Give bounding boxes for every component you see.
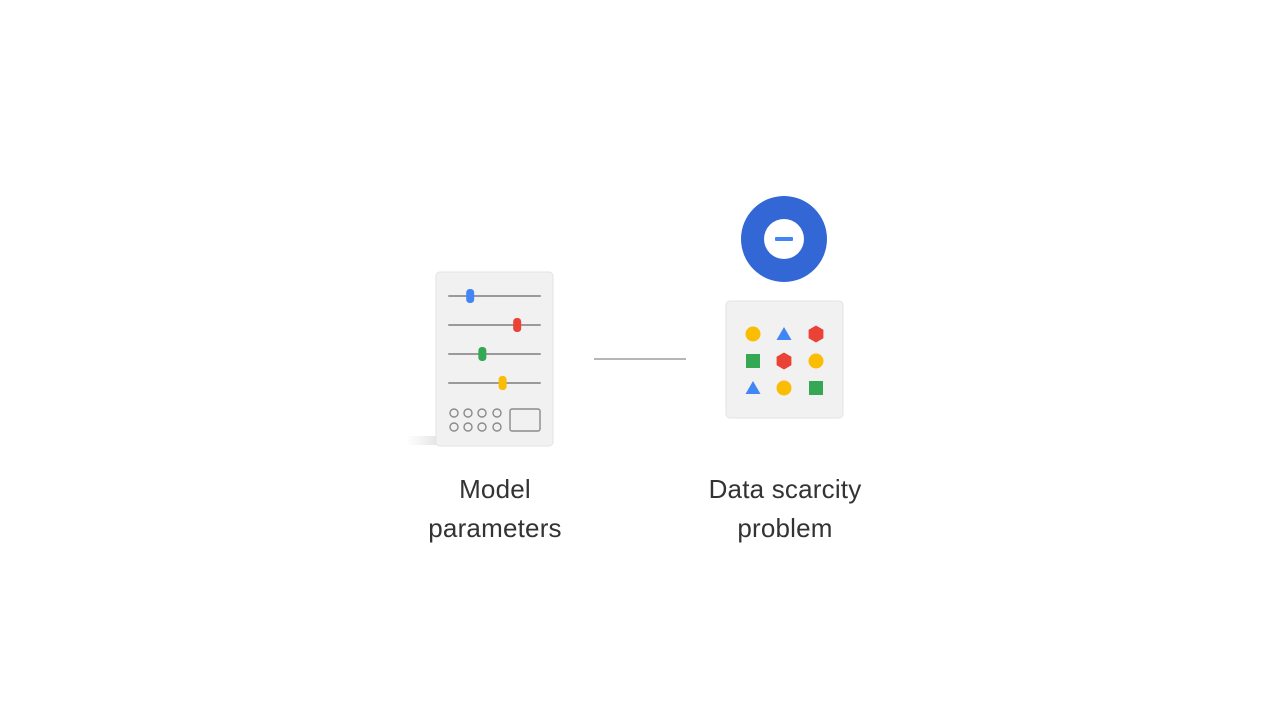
- slider-knob: [478, 347, 487, 361]
- knob: [477, 408, 487, 418]
- model-parameters-label-line2: parameters: [428, 513, 562, 543]
- knob: [463, 408, 473, 418]
- square-green-shape: [809, 381, 823, 395]
- slider-knob: [513, 318, 522, 332]
- panel-display-screen: [509, 408, 541, 432]
- minus-circle-icon: [741, 196, 827, 282]
- model-parameters-label: Model parameters: [395, 470, 595, 548]
- data-scarcity-label: Data scarcity problem: [670, 470, 900, 548]
- control-panel-body: [435, 271, 554, 447]
- control-panel-sliders-icon: [405, 271, 554, 447]
- knob: [463, 422, 473, 432]
- model-parameters-label-line1: Model: [459, 474, 531, 504]
- triangle-blue-shape: [745, 381, 761, 394]
- triangle-blue-shape: [776, 327, 792, 340]
- knob: [492, 422, 502, 432]
- knob: [492, 408, 502, 418]
- knob: [449, 408, 459, 418]
- hexagon-red-shape: [776, 352, 792, 370]
- shape-grid: [745, 325, 824, 396]
- slider-knob: [466, 289, 475, 303]
- data-scarcity-label-line1: Data scarcity: [708, 474, 862, 504]
- minus-sign: [775, 237, 793, 241]
- circle-yellow-shape: [776, 380, 792, 396]
- panel-shadow: [405, 436, 445, 445]
- knob-grid: [449, 408, 502, 432]
- data-shapes-grid-icon: [725, 300, 844, 419]
- slider-knob: [498, 376, 507, 390]
- square-green-shape: [746, 354, 760, 368]
- slider-group: [448, 289, 541, 390]
- knob: [477, 422, 487, 432]
- hexagon-red-shape: [808, 325, 824, 343]
- knob: [449, 422, 459, 432]
- circle-yellow-shape: [745, 326, 761, 342]
- data-scarcity-label-line2: problem: [737, 513, 833, 543]
- circle-yellow-shape: [808, 353, 824, 369]
